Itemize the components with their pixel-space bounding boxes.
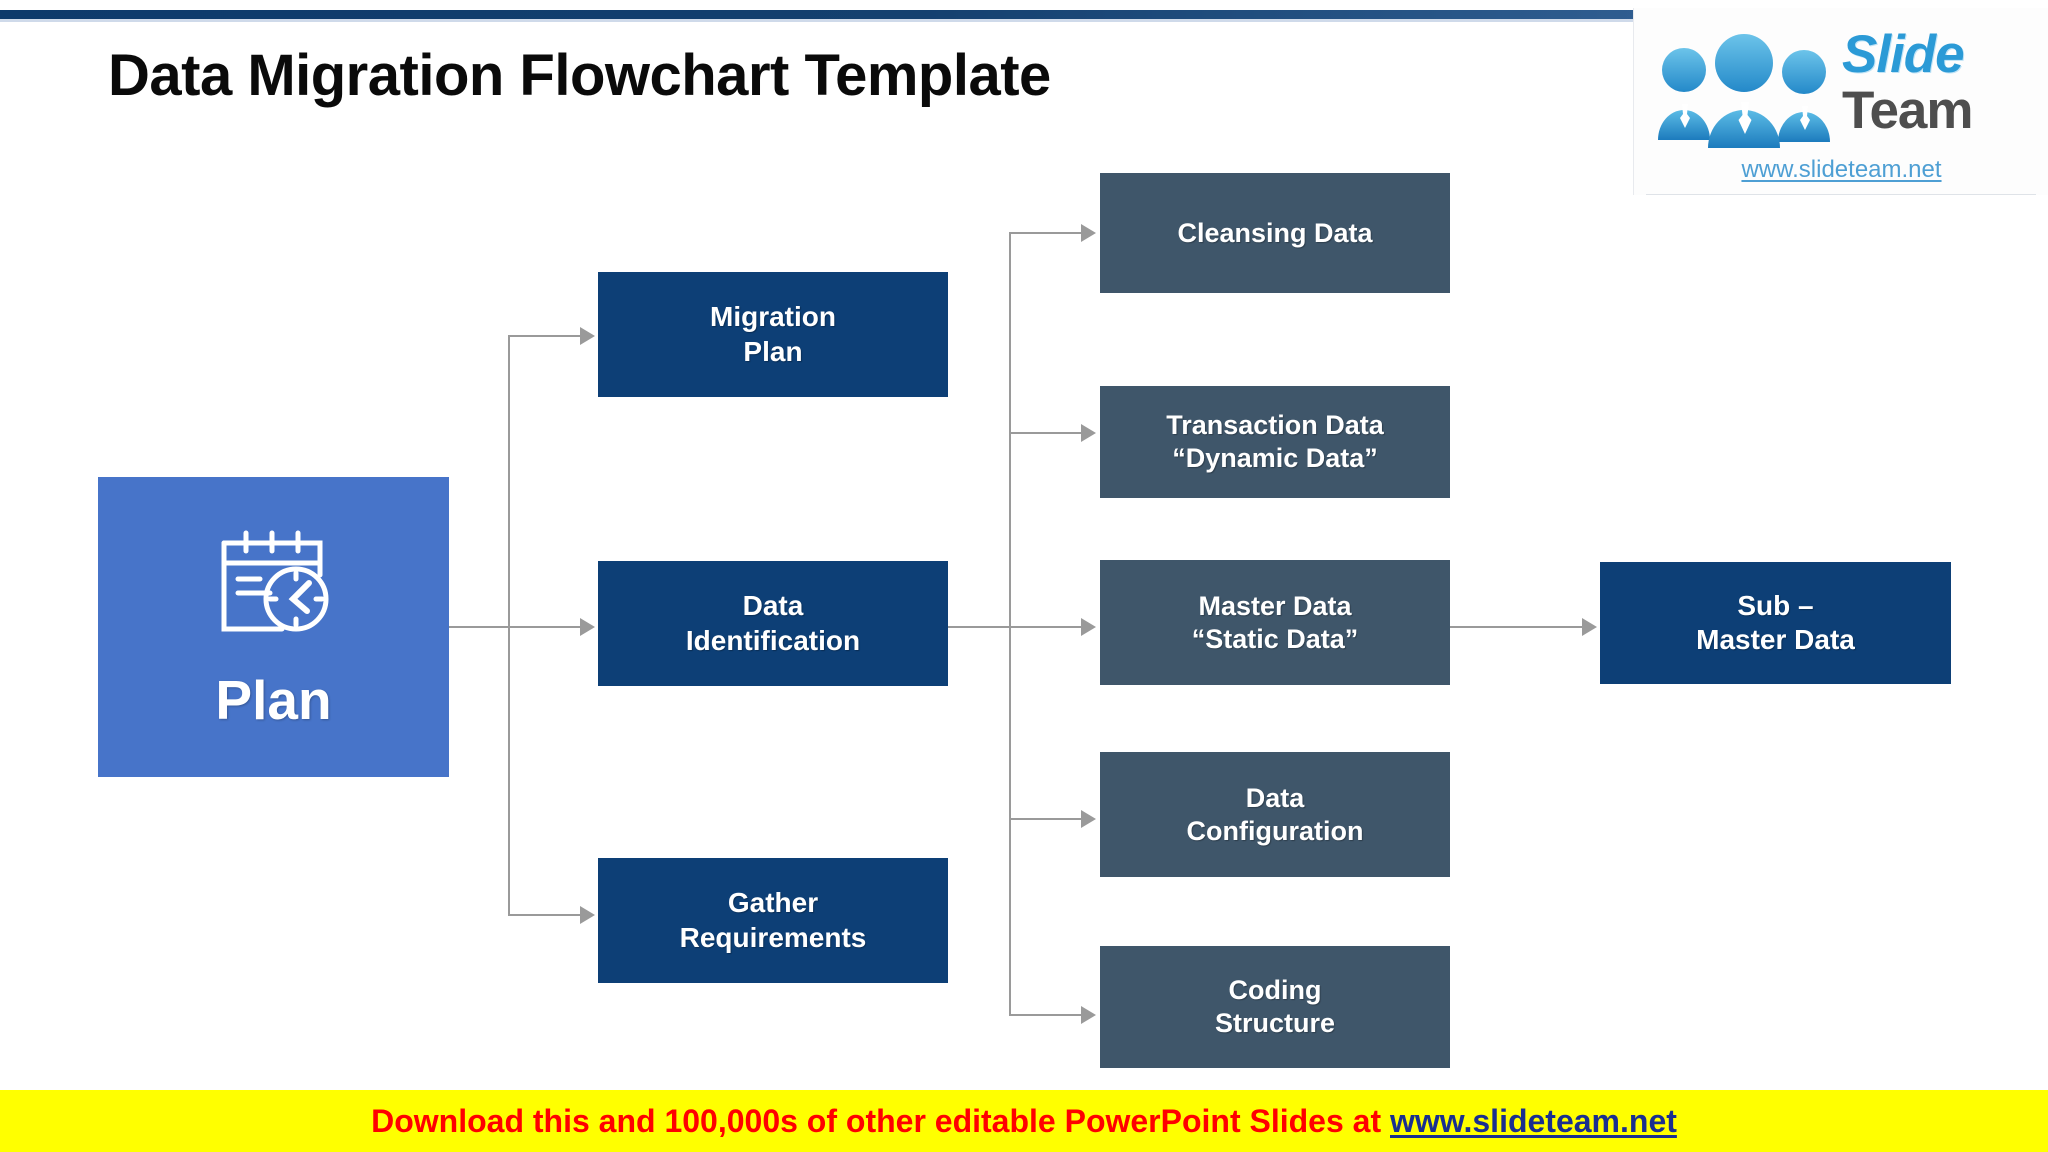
connector-identification-stem <box>948 626 1010 628</box>
calendar-clock-icon <box>221 530 328 632</box>
node-data-identification-line1: Data <box>742 590 804 622</box>
arrowhead-cleansing-data <box>1081 224 1096 242</box>
arrowhead-master-data <box>1081 618 1096 636</box>
connector-master-to-sub <box>1450 626 1582 628</box>
logo-divider <box>1646 194 2036 195</box>
node-coding-structure-line1: Coding <box>1228 975 1322 1006</box>
page-title: Data Migration Flowchart Template <box>108 43 1051 108</box>
promo-banner: Download this and 100,000s of other edit… <box>0 1090 2048 1152</box>
node-master-data-line1: Master Data <box>1198 590 1352 621</box>
node-gather-requirements[interactable]: Gather Requirements <box>598 858 948 983</box>
three-people-team-icon <box>1658 34 1830 148</box>
arrowhead-migration-plan <box>580 327 595 345</box>
logo-url[interactable]: www.slideteam.net <box>1741 156 1942 183</box>
node-data-configuration[interactable]: Data Configuration <box>1100 752 1450 877</box>
node-data-identification-line2: Identification <box>685 624 861 656</box>
arrowhead-data-configuration <box>1081 810 1096 828</box>
node-sub-master-data[interactable]: Sub – Master Data <box>1600 562 1951 684</box>
node-migration-plan-line1: Migration <box>710 301 836 333</box>
top-accent-bar-shadow <box>0 19 2048 22</box>
node-migration-plan[interactable]: Migration Plan <box>598 272 948 397</box>
node-data-identification[interactable]: Data Identification <box>598 561 948 686</box>
node-gather-requirements-line1: Gather <box>727 887 819 919</box>
logo-word-team: Team <box>1842 81 1974 140</box>
node-cleansing-data[interactable]: Cleansing Data <box>1100 173 1450 293</box>
logo-word-slide: Slide <box>1842 25 1965 84</box>
node-cleansing-data-line1: Cleansing Data <box>1177 217 1373 248</box>
node-data-configuration-line2: Configuration <box>1186 815 1364 846</box>
connector-branch-data-configuration <box>1009 818 1081 820</box>
connector-branch-coding-structure <box>1009 1014 1081 1016</box>
arrowhead-data-identification <box>580 618 595 636</box>
node-transaction-data[interactable]: Transaction Data “Dynamic Data” <box>1100 386 1450 498</box>
node-transaction-data-line2: “Dynamic Data” <box>1172 443 1378 473</box>
slideteam-logo[interactable]: Slide Team www.slideteam.net <box>1633 8 2048 195</box>
connector-trunk-two <box>1009 232 1011 1016</box>
connector-branch-data-identification <box>508 626 580 628</box>
connector-branch-transaction-data <box>1009 432 1081 434</box>
top-accent-bar <box>0 10 2048 19</box>
arrowhead-transaction-data <box>1081 424 1096 442</box>
node-plan-label: Plan <box>215 669 332 732</box>
node-master-data-line2: “Static Data” <box>1191 623 1359 654</box>
connector-branch-master-data <box>1009 626 1081 628</box>
connector-branch-migration-plan <box>508 335 580 337</box>
promo-banner-message: Download this and 100,000s of other edit… <box>371 1102 1390 1139</box>
node-transaction-data-line1: Transaction Data <box>1166 410 1384 441</box>
arrowhead-coding-structure <box>1081 1006 1096 1024</box>
node-plan[interactable]: Plan <box>98 477 449 777</box>
node-coding-structure[interactable]: Coding Structure <box>1100 946 1450 1068</box>
promo-banner-link[interactable]: www.slideteam.net <box>1390 1102 1677 1139</box>
arrowhead-sub-master-data <box>1582 618 1597 636</box>
connector-plan-stem <box>449 626 509 628</box>
node-gather-requirements-line2: Requirements <box>679 921 867 953</box>
node-data-configuration-line1: Data <box>1245 782 1305 813</box>
node-migration-plan-line2: Plan <box>743 335 803 367</box>
node-coding-structure-line2: Structure <box>1214 1008 1336 1038</box>
connector-trunk-one <box>508 335 510 915</box>
connector-branch-cleansing-data <box>1009 232 1081 234</box>
connector-branch-gather-requirements <box>508 914 580 916</box>
node-sub-master-data-line1: Sub – <box>1737 589 1814 621</box>
node-master-data[interactable]: Master Data “Static Data” <box>1100 560 1450 685</box>
arrowhead-gather-requirements <box>580 906 595 924</box>
node-sub-master-data-line2: Master Data <box>1696 624 1855 655</box>
promo-banner-text: Download this and 100,000s of other edit… <box>371 1103 1677 1140</box>
